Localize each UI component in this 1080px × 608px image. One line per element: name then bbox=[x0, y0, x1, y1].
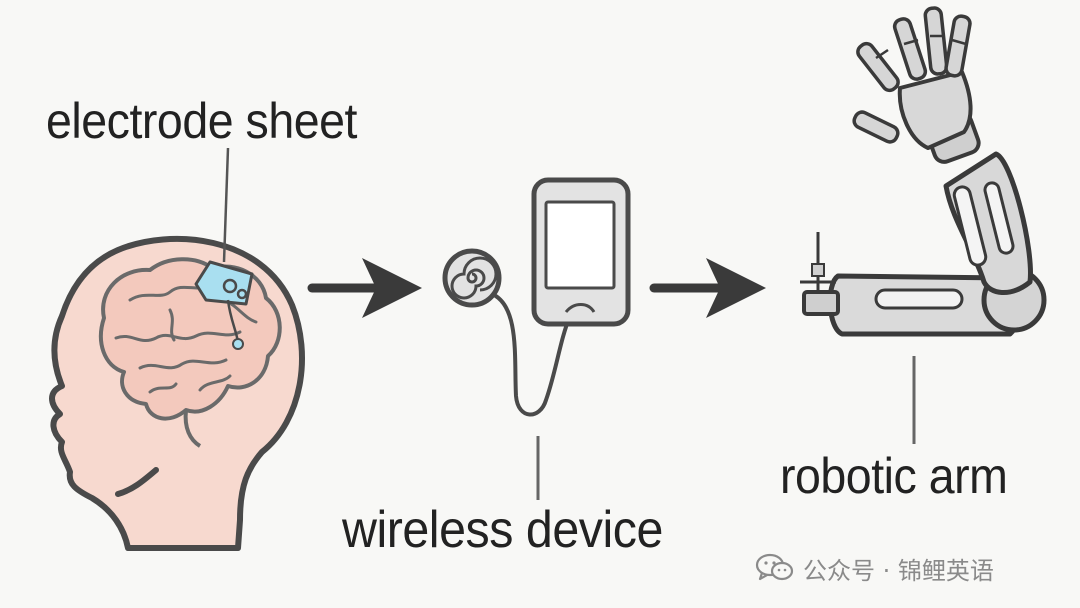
coil-receiver-icon bbox=[442, 248, 502, 308]
electrode-sheet-icon bbox=[194, 260, 254, 350]
wireless-device-icon bbox=[531, 177, 631, 327]
robotic-arm-label: robotic arm bbox=[780, 448, 1008, 504]
brain-folds bbox=[114, 284, 258, 394]
wechat-icon bbox=[755, 553, 794, 581]
watermark-text: 公众号 · 锦鲤英语 bbox=[803, 556, 994, 585]
arrow-right-icon bbox=[649, 258, 766, 318]
watermark: 公众号 · 锦鲤英语 bbox=[755, 544, 994, 592]
electrode-leader-line bbox=[222, 147, 230, 263]
electrode-sheet-label: electrode sheet bbox=[46, 93, 357, 149]
robotic-arm-icon bbox=[800, 6, 1047, 337]
arrow-right-icon bbox=[307, 258, 422, 318]
wireless-device-label: wireless device bbox=[342, 501, 663, 559]
